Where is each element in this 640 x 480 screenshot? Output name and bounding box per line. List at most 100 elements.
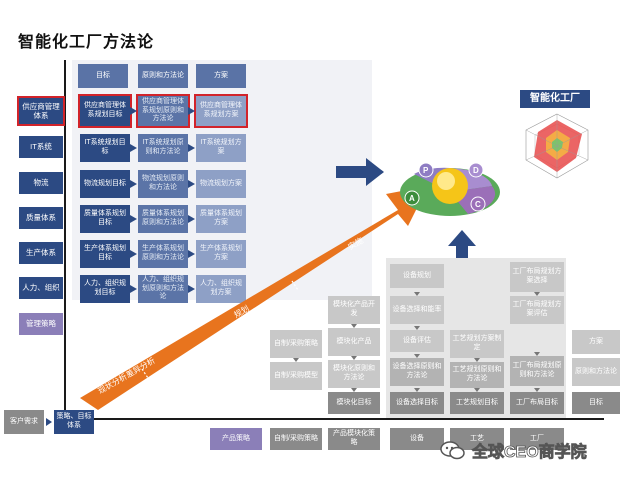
row-logistics-principles: 物流规划原则和方法论 [138, 170, 188, 198]
connector-arrow-icon [188, 285, 195, 293]
right-arrow-icon [336, 158, 384, 186]
up-connector-icon [414, 388, 420, 392]
connector-arrow-icon [130, 144, 137, 152]
left-item-production: 生产体系 [19, 242, 63, 264]
row-production-plan: 生产体系规划方案 [196, 240, 246, 268]
row-it-plan: IT系统规划方案 [196, 134, 246, 162]
right-label-goal: 目标 [572, 392, 620, 414]
connector-arrow-icon [130, 180, 137, 188]
factory-principles: 工厂布局规划原则和方法论 [510, 356, 564, 386]
connector-arrow-icon [130, 250, 137, 258]
row-supplier-principles: 供应商管理体系规划原则和方法论 [136, 94, 190, 128]
up-connector-icon [414, 326, 420, 330]
up-connector-icon [414, 292, 420, 296]
up-connector-icon [293, 358, 299, 362]
up-connector-icon [474, 358, 480, 362]
row-logistics-goal: 物流规划目标 [80, 170, 130, 198]
connector-arrow-icon [188, 107, 195, 115]
row-quality-goal: 质量体系规划目标 [80, 205, 130, 233]
bottom-module-strategy: 产品模块化策略 [328, 428, 380, 450]
watermark: 全球CEO商学院 [440, 436, 636, 464]
smart-factory-title: 智能化工厂 [520, 90, 590, 108]
bottom-product-strategy: 产品策略 [210, 428, 262, 450]
equip-capacity: 设备选择和能率 [390, 296, 444, 324]
makebuy-strategy: 自制/采购策略 [270, 330, 322, 358]
vertical-axis [64, 60, 66, 420]
up-connector-icon [534, 388, 540, 392]
bottom-makebuy-strategy: 自制/采购策略 [270, 428, 322, 450]
up-connector-icon [534, 292, 540, 296]
up-connector-icon [414, 354, 420, 358]
pdca-c: C [475, 200, 481, 209]
row-logistics-plan: 物流规划方案 [196, 170, 246, 198]
row-quality-principles: 质量体系规划原则和方法论 [138, 205, 188, 233]
equip-principles: 设备选择原则和方法论 [390, 358, 444, 386]
equip-evaluate: 设备评估 [390, 330, 444, 352]
row-hr-goal: 人力、组织规划目标 [80, 275, 130, 303]
up-connector-icon [351, 388, 357, 392]
left-item-hr: 人力、组织 [19, 277, 63, 299]
up-connector-icon [534, 352, 540, 356]
left-item-logistics: 物流 [19, 172, 63, 194]
process-goal: 工艺规划目标 [450, 392, 504, 414]
pdca-cycle: P D C A [400, 162, 500, 216]
pdca-p: P [423, 166, 429, 175]
module-principles: 模块化原则和方法论 [328, 360, 380, 388]
right-label-principles: 原则和方法论 [572, 358, 620, 386]
row-hr-plan: 人力、组织规划方案 [196, 275, 246, 303]
pdca-a: A [409, 194, 415, 203]
module-goal: 模块化目标 [328, 392, 380, 414]
bottom-customer: 客户需求 [4, 410, 44, 434]
diagonal-arrow-body [80, 186, 428, 410]
watermark-text: 全球CEO商学院 [472, 444, 587, 462]
row-supplier-goal: 供应商管理体系规划目标 [78, 94, 132, 128]
up-connector-icon [351, 324, 357, 328]
connector-arrow-icon [130, 107, 137, 115]
connector-arrow-icon [188, 180, 195, 188]
module-product: 模块化产品 [328, 328, 380, 356]
page-title: 智能化工厂方法论 [18, 34, 155, 51]
bottom-factory: 工厂 [510, 428, 564, 450]
row-hr-principles: 人力、组织规划原则和方法论 [138, 275, 188, 303]
right-label-plan: 方案 [572, 330, 620, 354]
makebuy-model: 自制/采购模型 [270, 362, 322, 390]
up-connector-icon [474, 388, 480, 392]
process-plan: 工艺规划方案制定 [450, 330, 504, 358]
factory-plan-select: 工厂布局规划方案选择 [510, 262, 564, 292]
module-dev: 模块化产品开发 [328, 296, 380, 324]
row-supplier-plan: 供应商管理体系规划方案 [194, 94, 248, 128]
left-item-supplier: 供应商管理体系 [17, 96, 65, 126]
left-item-strategy: 管理策略 [19, 313, 63, 335]
left-item-quality: 质量体系 [19, 207, 63, 229]
wechat-icon [440, 441, 465, 460]
factory-goal: 工厂布局目标 [510, 392, 564, 414]
process-principles: 工艺规划原则和方法论 [450, 362, 504, 388]
bottom-equipment: 设备 [390, 428, 444, 450]
header-plan: 方案 [196, 64, 246, 88]
left-item-it: IT系统 [19, 136, 63, 158]
row-production-principles: 生产体系规划原则和方法论 [138, 240, 188, 268]
horizontal-axis [64, 418, 604, 420]
connector-arrow-icon [188, 144, 195, 152]
row-quality-plan: 质量体系规划方案 [196, 205, 246, 233]
connector-arrow-icon [130, 285, 137, 293]
bottom-strategy-system: 策略、目标体系 [54, 410, 94, 434]
radar-chart [520, 108, 594, 184]
connector-arrow-icon [188, 250, 195, 258]
row-it-goal: IT系统规划目标 [80, 134, 130, 162]
bottom-process: 工艺 [450, 428, 504, 450]
customer-arrow-icon [46, 418, 52, 426]
pdca-d: D [473, 166, 479, 175]
connector-arrow-icon [188, 215, 195, 223]
equip-plan: 设备规划 [390, 264, 444, 288]
connector-arrow-icon [130, 215, 137, 223]
up-arrow-icon [448, 230, 476, 262]
header-goal: 目标 [78, 64, 128, 88]
up-connector-icon [351, 356, 357, 360]
equip-goal: 设备选择目标 [390, 392, 444, 414]
row-production-goal: 生产体系规划目标 [80, 240, 130, 268]
